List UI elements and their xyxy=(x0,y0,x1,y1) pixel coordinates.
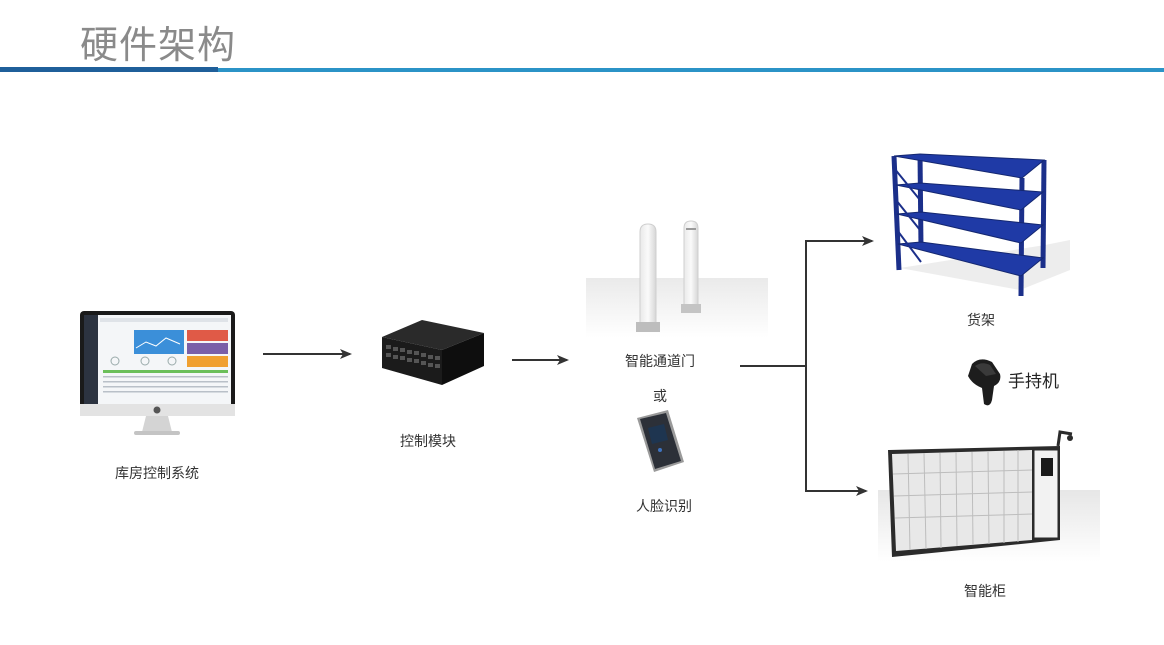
node-label-gate: 智能通道门 xyxy=(625,354,695,370)
face-terminal-icon xyxy=(637,410,684,472)
node-label-shelf: 货架 xyxy=(967,312,995,329)
page-title: 硬件架构 xyxy=(80,23,237,67)
network-switch-icon xyxy=(382,320,484,385)
node-label-system: 库房控制系统 xyxy=(115,466,199,482)
imac-monitor-icon xyxy=(80,311,235,435)
node-label-face: 人脸识别 xyxy=(636,499,692,515)
node-label-module: 控制模块 xyxy=(400,434,456,450)
rfid-gate-icon xyxy=(586,220,768,338)
title-underline-dark xyxy=(0,67,218,72)
node-label-cabinet: 智能柜 xyxy=(964,584,1006,600)
handheld-scanner-icon xyxy=(968,359,1001,406)
title-underline-light xyxy=(218,68,1164,72)
node-label-handheld: 手持机 xyxy=(1008,372,1059,392)
or-label: 或 xyxy=(653,389,667,405)
shelf-rack-icon xyxy=(891,153,1070,297)
smart-cabinet-icon xyxy=(878,430,1100,562)
